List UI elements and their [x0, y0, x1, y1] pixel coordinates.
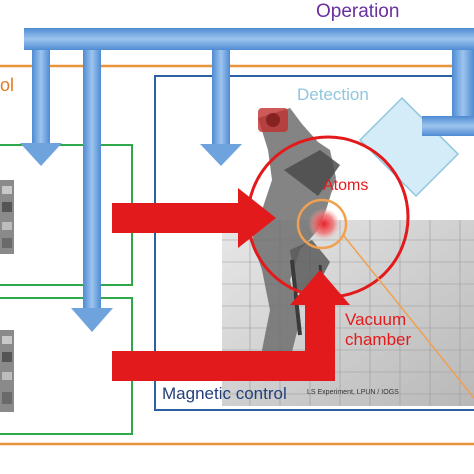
pointer-line [343, 235, 474, 399]
magnetic-control-label: Magnetic control [162, 384, 287, 403]
red-arrow-upper [112, 188, 276, 248]
module-photo-top [0, 180, 14, 254]
red-arrow-lower [112, 270, 350, 381]
vacuum-label-line2: chamber [345, 329, 412, 349]
control-label: ol [0, 75, 15, 95]
detection-label: Detection [297, 85, 369, 104]
control-outline [0, 64, 474, 446]
atoms-label: Atoms [323, 177, 369, 194]
atom-cloud [308, 208, 340, 240]
operation-flow [20, 28, 474, 332]
detection-square [358, 96, 460, 198]
operation-label: Operation [316, 1, 400, 22]
vacuum-label-line1: Vacuum [345, 310, 407, 329]
vacuum-chamber-label: Vacuum chamber [345, 310, 411, 349]
atoms-circle [246, 135, 410, 299]
photo-credit: LS Experiment, LPUN / IOGS [307, 389, 399, 396]
magnetic-control-box [154, 75, 474, 411]
atom-ring [296, 198, 348, 250]
module-photo-bottom [0, 330, 14, 412]
